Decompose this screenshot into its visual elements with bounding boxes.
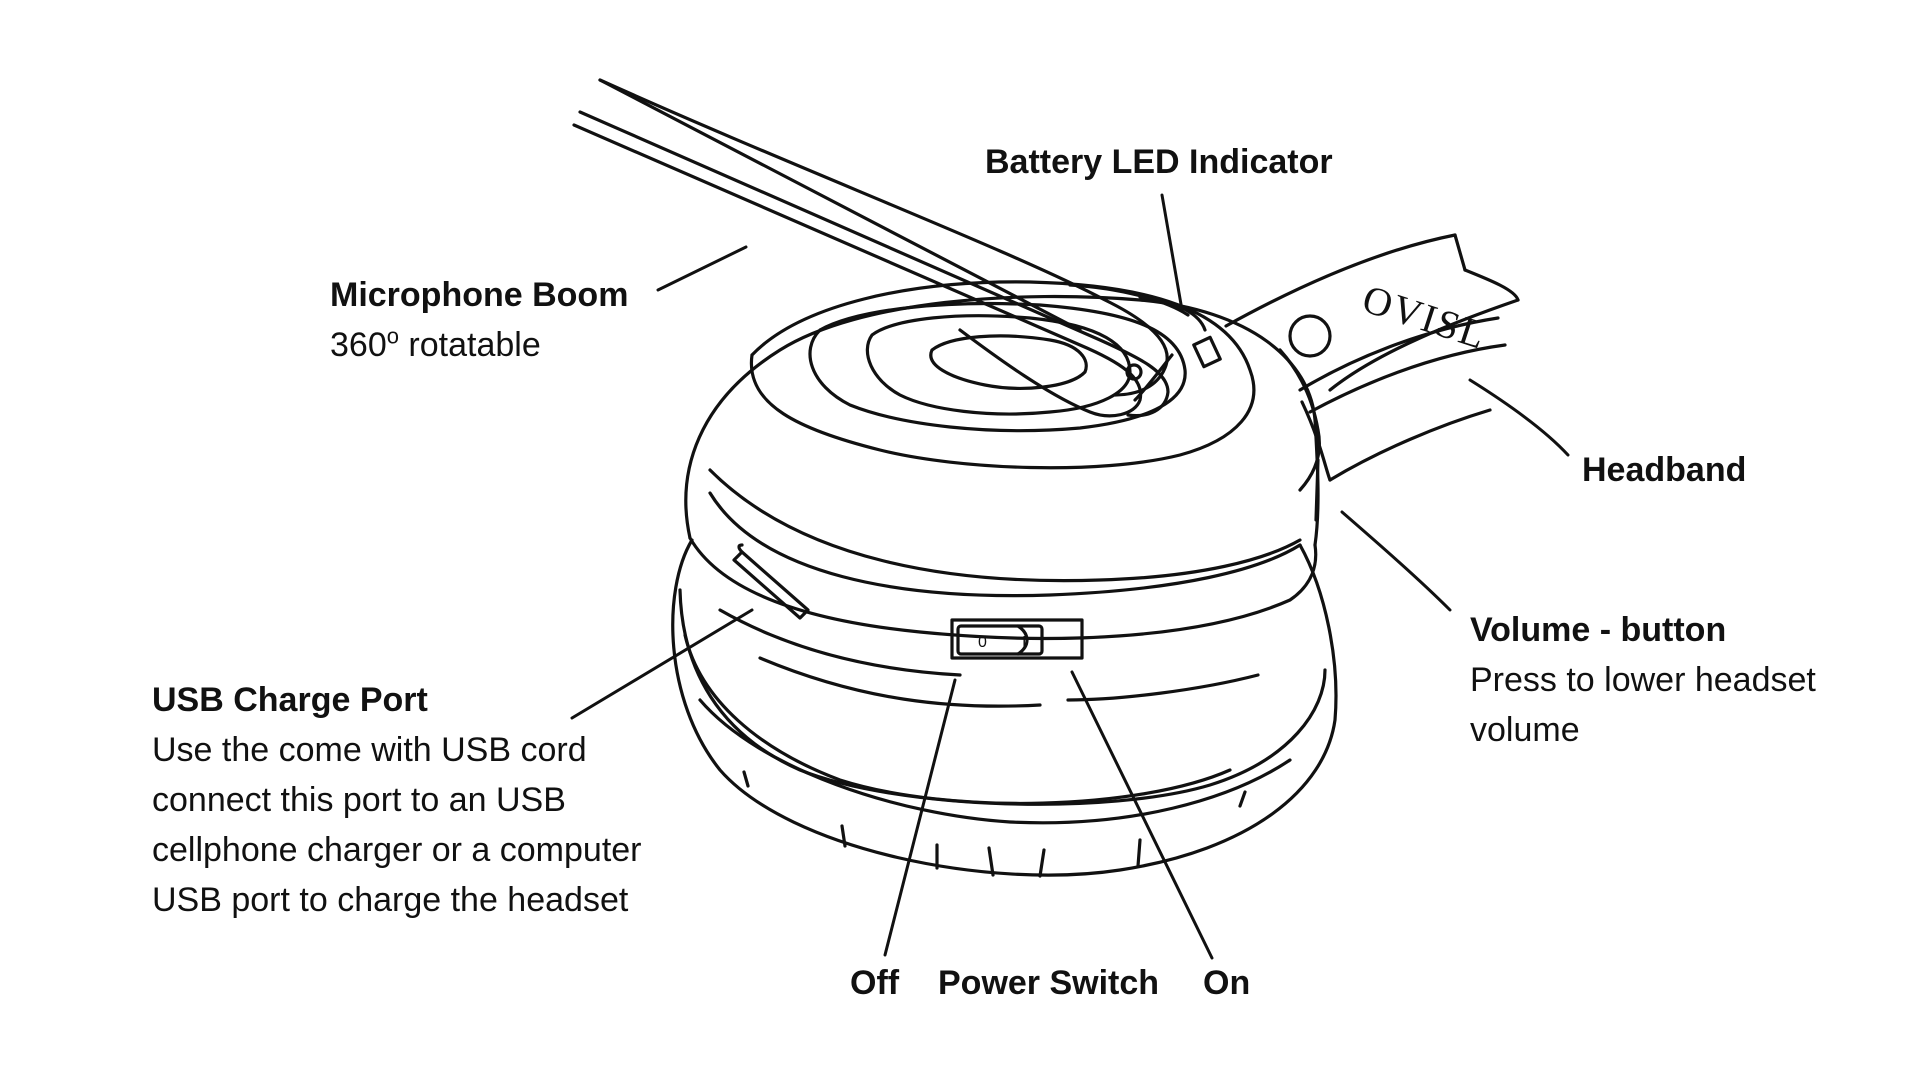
leader-microphone-boom (656, 245, 748, 292)
battery-led-label: Battery LED Indicator (985, 143, 1333, 181)
leader-power-on (1070, 670, 1214, 960)
power-switch-mark-off: 0 (978, 634, 987, 651)
headband-label: Headband (1582, 451, 1747, 489)
battery-led (1192, 335, 1222, 369)
leader-power-off (883, 678, 957, 957)
leader-lines (570, 193, 1570, 960)
usb-port-desc-line: USB port to charge the headset (152, 881, 629, 919)
leader-battery-led (1160, 193, 1184, 312)
microphone-boom (572, 78, 1174, 418)
usb-port-desc-line: cellphone charger or a computer (152, 831, 642, 869)
microphone-boom-label: Microphone Boom (330, 276, 629, 314)
leader-volume-button (1340, 510, 1452, 612)
ear-cushion (671, 538, 1338, 878)
headband-brand-text: OVISL (1357, 276, 1492, 358)
leader-headband (1468, 378, 1570, 457)
power-switch (950, 618, 1084, 660)
microphone-boom-callout: Microphone Boom 360o rotatable (330, 270, 628, 370)
usb-port-label: USB Charge Port (152, 681, 428, 719)
volume-button-label: Volume - button (1470, 611, 1727, 649)
power-switch-label: Power Switch (938, 964, 1160, 1002)
microphone-boom-desc-rest: rotatable (398, 326, 541, 364)
microphone-boom-desc: 360o rotatable (330, 320, 628, 370)
microphone-boom-desc-value: 360 (330, 326, 387, 364)
usb-port-desc-line: connect this port to an USB (152, 781, 566, 819)
power-off-label: Off (850, 964, 900, 1002)
headband (1224, 233, 1520, 482)
usb-charge-port (732, 543, 810, 620)
volume-button-desc-line: volume (1470, 711, 1580, 749)
power-on-label: On (1203, 964, 1251, 1002)
usb-port-callout: USB Charge Port Use the come with USB co… (152, 675, 642, 925)
volume-button-desc-line: Press to lower headset (1470, 661, 1816, 699)
power-switch-mark-on: I (1022, 634, 1026, 651)
leader-usb-port (570, 608, 754, 720)
boom-pivot (1125, 363, 1143, 381)
usb-port-desc-line: Use the come with USB cord (152, 731, 587, 769)
headband-logo-mark (1288, 314, 1332, 358)
volume-button-callout: Volume - button Press to lower headset v… (1470, 605, 1816, 755)
microphone-boom-desc-sup: o (386, 323, 399, 349)
